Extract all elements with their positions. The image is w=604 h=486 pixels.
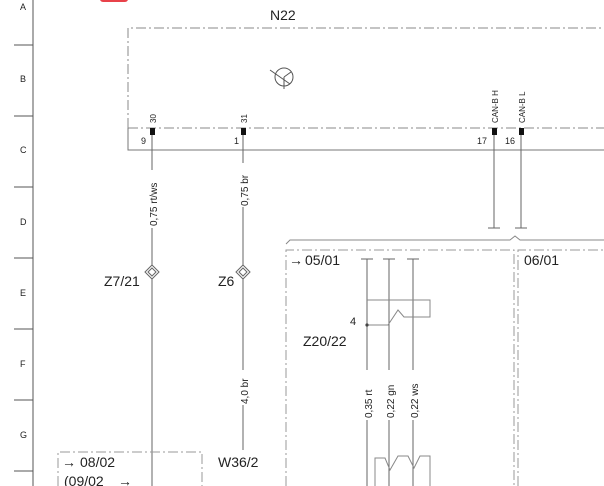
splice-z6-label: Z6 xyxy=(218,273,235,289)
module-n22: N22 xyxy=(127,7,604,151)
connector-z2022-icon xyxy=(367,299,431,326)
pin-31: 31 1 xyxy=(234,114,249,146)
pin-can-b-h: CAN-B H 17 xyxy=(477,90,500,146)
ref-09-02-arrow: → xyxy=(118,473,132,486)
row-label-c: C xyxy=(20,145,27,155)
pin-can-b-h-label: CAN-B H xyxy=(491,90,500,123)
group-bracket xyxy=(285,235,604,245)
can-lines xyxy=(488,135,527,229)
pin-30-number: 9 xyxy=(141,136,146,146)
connector-z2022-label: Z20/22 xyxy=(303,333,347,349)
ref-05-01: 05/01 xyxy=(305,252,340,268)
pin-can-b-l-label: CAN-B L xyxy=(518,91,527,123)
pin-30-label: 30 xyxy=(149,114,158,123)
splice-z721-label: Z7/21 xyxy=(104,273,140,289)
connector-lower-icon xyxy=(374,455,431,486)
row-label-f: F xyxy=(20,359,26,369)
connector-z2022-pin: 4 xyxy=(350,316,356,328)
row-label-e: E xyxy=(20,288,26,298)
ref-08-02-arrow: → xyxy=(62,454,76,470)
pin-can-b-l: CAN-B L 16 xyxy=(505,91,527,146)
row-label-b: B xyxy=(20,74,26,84)
ref-09-02: (09/02 xyxy=(64,473,104,486)
wire-31-label: 0,75 br xyxy=(240,174,251,206)
wire-1-label: 0,35 rt xyxy=(364,389,375,418)
row-label-d: D xyxy=(20,217,27,227)
wire-3-label: 0,22 ws xyxy=(410,384,421,418)
wire-2-label: 0,22 gn xyxy=(386,385,397,418)
box-08-02: → 08/02 (09/02 → xyxy=(57,451,203,486)
wire-30-label: 0,75 rt/ws xyxy=(149,183,160,226)
ref-06-01: 06/01 xyxy=(524,252,559,268)
wire-31: 0,75 br Z6 4,0 br W36/2 xyxy=(218,135,259,470)
module-title: N22 xyxy=(270,7,296,23)
row-label-g: G xyxy=(20,430,27,440)
box-05-01: → 05/01 0,35 rt 0,22 gn 0,22 ws 4 Z20/22 xyxy=(285,249,515,486)
pin-30: 30 9 xyxy=(141,114,158,146)
marker-badge xyxy=(100,0,128,2)
ground-w362-label: W36/2 xyxy=(218,454,259,470)
pin-31-number: 1 xyxy=(234,136,239,146)
wire-30: 0,75 rt/ws Z7/21 xyxy=(104,135,160,486)
pin-can-b-l-number: 16 xyxy=(505,136,515,146)
pin-31-label: 31 xyxy=(240,114,249,123)
ground-symbol-icon xyxy=(269,67,294,89)
pin-can-b-h-number: 17 xyxy=(477,136,487,146)
row-ruler: A B C D E F G xyxy=(14,0,34,486)
row-label-a: A xyxy=(20,2,26,12)
ref-05-01-arrow: → xyxy=(289,252,303,268)
box-06-01: 06/01 xyxy=(517,249,604,486)
wire-31b-label: 4,0 br xyxy=(240,378,251,404)
ref-08-02: 08/02 xyxy=(80,454,115,470)
